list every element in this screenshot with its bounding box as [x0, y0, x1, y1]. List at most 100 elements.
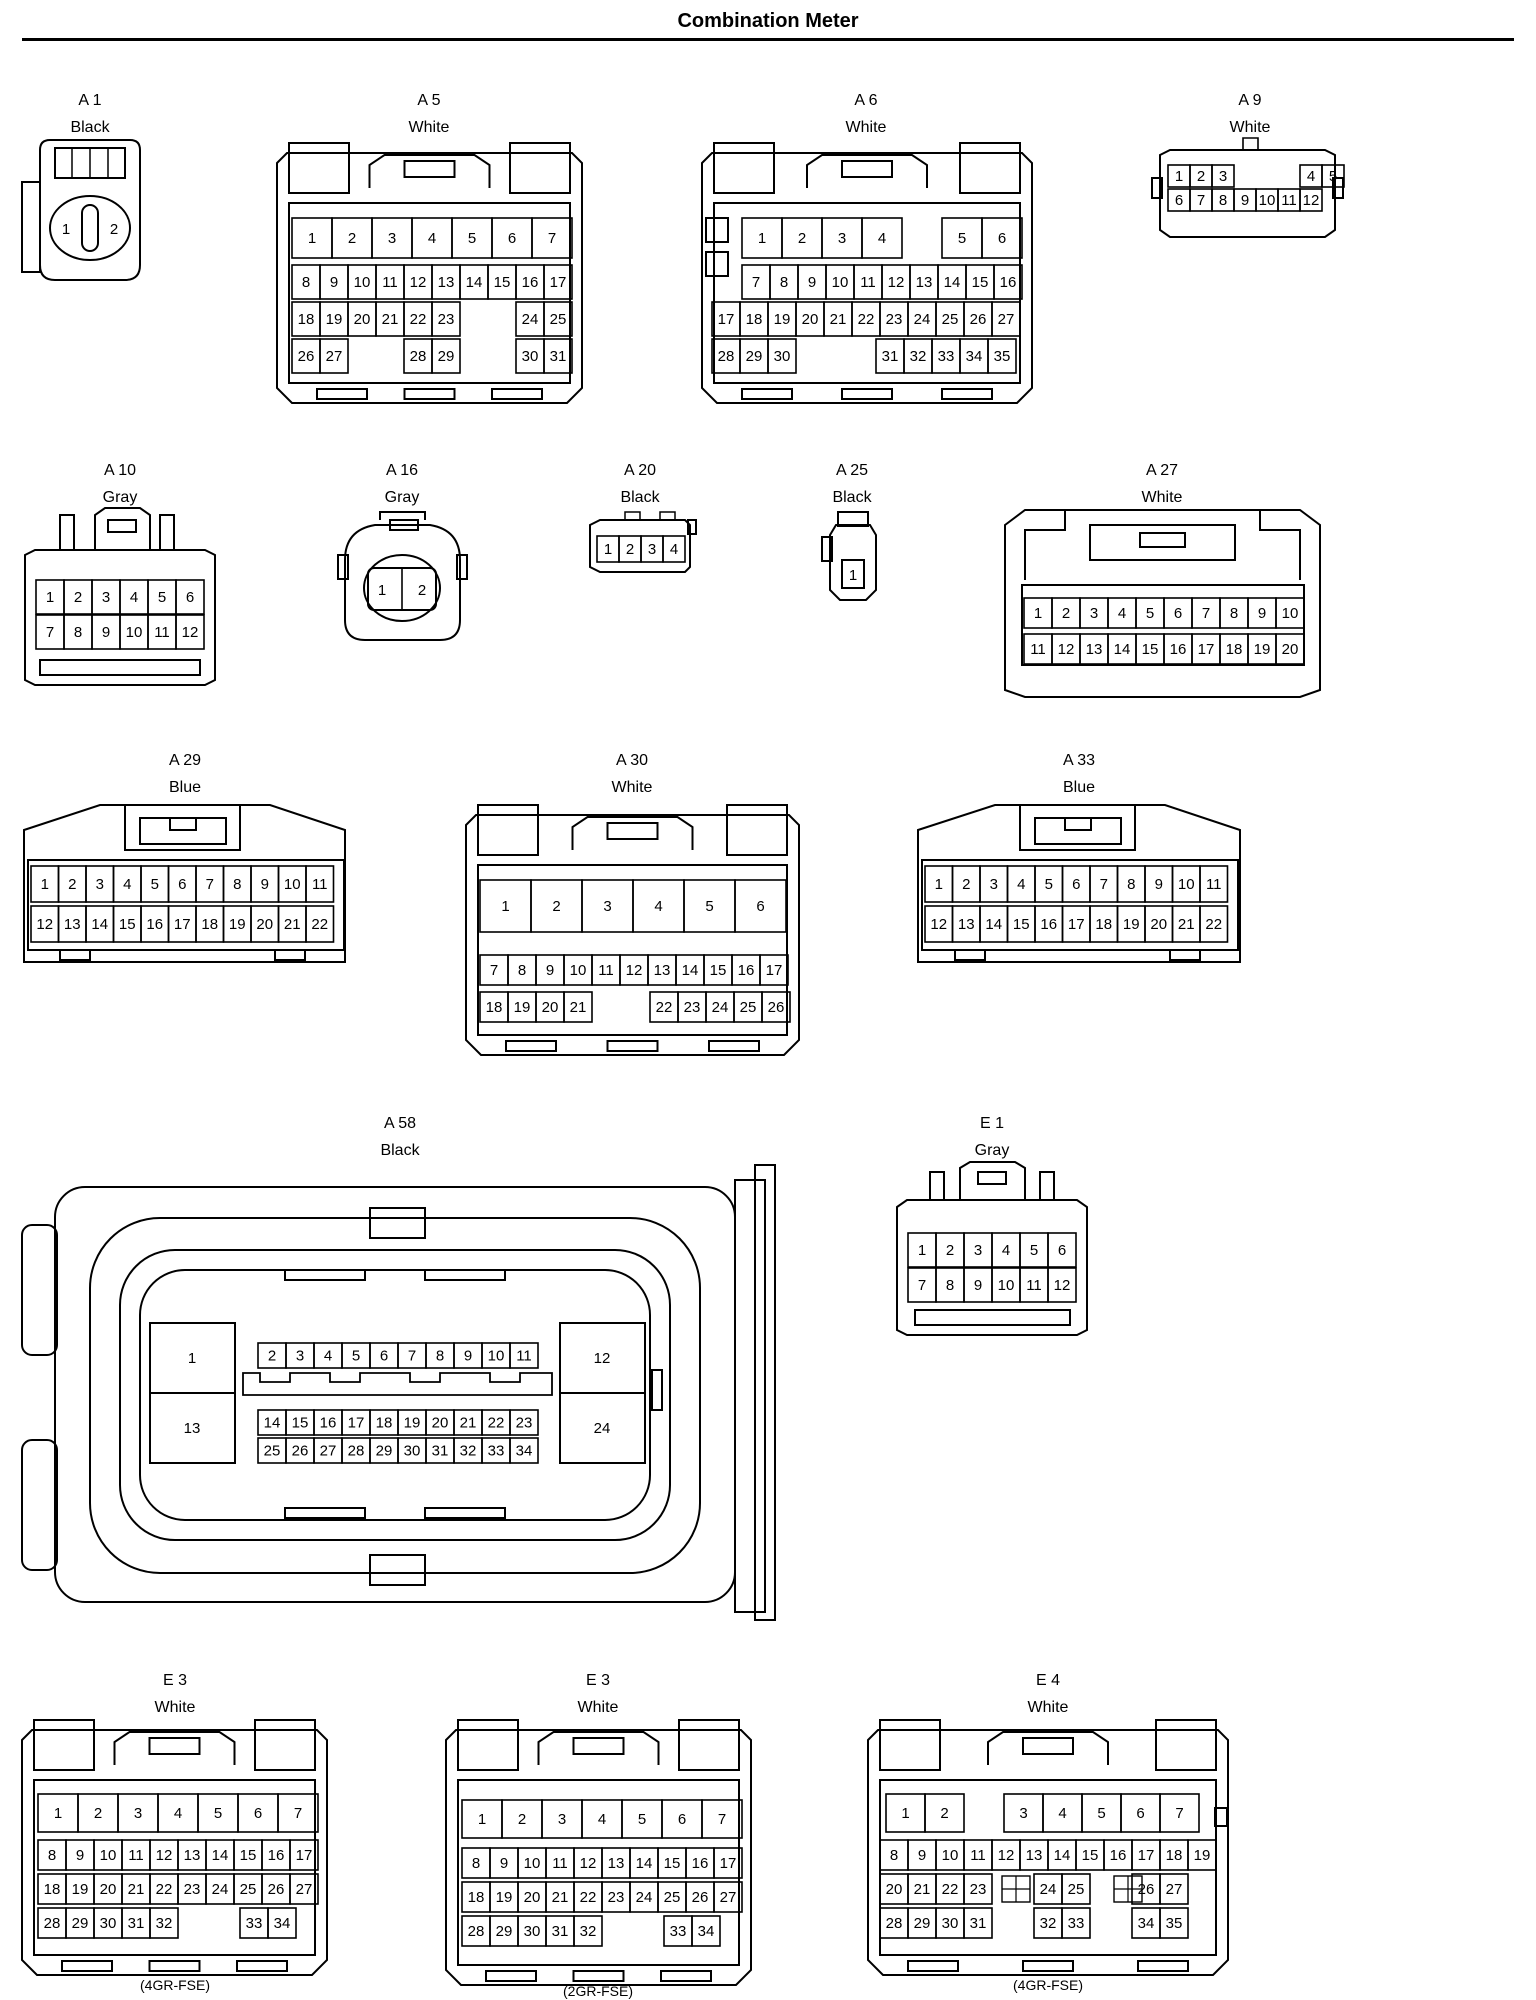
pin-1: 1: [308, 230, 316, 247]
pin-7: 7: [1100, 876, 1108, 893]
pin-32: 32: [460, 1443, 477, 1460]
pin-20: 20: [542, 999, 559, 1016]
pin-27: 27: [296, 1881, 313, 1898]
pin-22: 22: [858, 311, 875, 328]
pin-13: 13: [608, 1855, 625, 1872]
connector-id: A 30: [616, 752, 648, 769]
pin-9: 9: [546, 962, 554, 979]
connector-id: E 1: [980, 1115, 1004, 1132]
pin-28: 28: [886, 1915, 903, 1932]
connector-id: A 9: [1238, 92, 1261, 109]
pin-31: 31: [550, 348, 567, 365]
pin-7: 7: [490, 962, 498, 979]
pin-18: 18: [746, 311, 763, 328]
pin-26: 26: [298, 348, 315, 365]
pin-4: 4: [174, 1805, 182, 1822]
pin-3: 3: [648, 541, 656, 558]
pin-7: 7: [752, 274, 760, 291]
pin-11: 11: [598, 962, 614, 979]
pin-7: 7: [1197, 192, 1205, 209]
pin-2: 2: [348, 230, 356, 247]
pin-23: 23: [608, 1889, 625, 1906]
pin-32: 32: [1040, 1915, 1057, 1932]
connector-id: E 3: [586, 1672, 610, 1689]
pin-19: 19: [774, 311, 791, 328]
pin-9: 9: [1258, 605, 1266, 622]
pin-11: 11: [970, 1847, 986, 1864]
pin-5: 5: [958, 230, 966, 247]
connector-color: Black: [70, 119, 110, 136]
pin-3: 3: [296, 1348, 304, 1365]
pin-3: 3: [990, 876, 998, 893]
connector-color: Black: [620, 489, 660, 506]
connector-color: White: [846, 119, 887, 136]
pin-7: 7: [294, 1805, 302, 1822]
pin-1: 1: [54, 1805, 62, 1822]
pin-6: 6: [1072, 876, 1080, 893]
pin-31: 31: [552, 1923, 569, 1940]
pin-13: 13: [654, 962, 671, 979]
pin-17: 17: [348, 1415, 365, 1432]
pin-14: 14: [264, 1415, 281, 1432]
pin-4: 4: [878, 230, 886, 247]
pin-23: 23: [516, 1415, 533, 1432]
pin-19: 19: [1194, 1847, 1211, 1864]
pin-1: 1: [1175, 168, 1183, 185]
pin-21: 21: [552, 1889, 569, 1906]
pin-26: 26: [268, 1881, 285, 1898]
pin-22: 22: [311, 916, 328, 933]
pin-2: 2: [946, 1242, 954, 1259]
pin-1: 1: [758, 230, 766, 247]
pin-10: 10: [354, 274, 371, 291]
pin-20: 20: [100, 1881, 117, 1898]
pin-4: 4: [1058, 1805, 1066, 1822]
pin-6: 6: [254, 1805, 262, 1822]
pin-32: 32: [580, 1923, 597, 1940]
pin-6: 6: [1058, 1242, 1066, 1259]
pin-29: 29: [496, 1923, 513, 1940]
pin-25: 25: [264, 1443, 281, 1460]
pin-4: 4: [130, 589, 138, 606]
pin-17: 17: [550, 274, 567, 291]
pin-4: 4: [1002, 1242, 1010, 1259]
pin-17: 17: [1138, 1847, 1155, 1864]
connector-color: Gray: [975, 1142, 1010, 1159]
pin-16: 16: [146, 916, 163, 933]
pin-30: 30: [404, 1443, 421, 1460]
pin-15: 15: [119, 916, 136, 933]
pin-29: 29: [746, 348, 763, 365]
pin-3: 3: [558, 1811, 566, 1828]
pin-26: 26: [768, 999, 785, 1016]
pin-16: 16: [738, 962, 755, 979]
pin-3: 3: [1090, 605, 1098, 622]
pin-23: 23: [184, 1881, 201, 1898]
pin-19: 19: [496, 1889, 513, 1906]
pin-30: 30: [942, 1915, 959, 1932]
pin-7: 7: [1202, 605, 1210, 622]
pin-10: 10: [100, 1847, 117, 1864]
pin-20: 20: [1282, 641, 1299, 658]
pin-10: 10: [488, 1348, 505, 1365]
pin-15: 15: [1082, 1847, 1099, 1864]
pin-15: 15: [494, 274, 511, 291]
pin-28: 28: [348, 1443, 365, 1460]
pin-2: 2: [518, 1811, 526, 1828]
pin-8: 8: [518, 962, 526, 979]
pin-12: 12: [1303, 192, 1320, 209]
pin-6: 6: [178, 876, 186, 893]
pin-10: 10: [126, 624, 143, 641]
pin-10: 10: [524, 1855, 541, 1872]
pin-33: 33: [1068, 1915, 1085, 1932]
pin-20: 20: [256, 916, 273, 933]
pin-12: 12: [594, 1350, 611, 1367]
pin-14: 14: [466, 274, 483, 291]
connector-color: Blue: [1063, 779, 1095, 796]
connector-color: Gray: [385, 489, 420, 506]
connector-color: Gray: [103, 489, 138, 506]
pin-10: 10: [998, 1277, 1015, 1294]
pin-25: 25: [550, 311, 567, 328]
